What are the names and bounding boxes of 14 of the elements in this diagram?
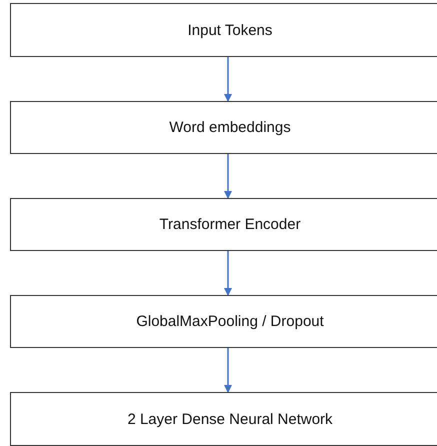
- process-box: [10, 295, 437, 348]
- process-box: [10, 3, 437, 57]
- box-label: Transformer Encoder: [159, 216, 301, 233]
- arrow: [224, 348, 232, 393]
- process-box: [10, 392, 437, 446]
- process-box: [10, 198, 437, 251]
- box-label: Input Tokens: [188, 22, 272, 38]
- arrow: [224, 251, 232, 296]
- process-box: [10, 101, 437, 154]
- box-label: 2 Layer Dense Neural Network: [127, 410, 333, 428]
- box-label: GlobalMaxPooling / Dropout: [136, 313, 324, 330]
- arrow: [224, 57, 232, 102]
- arrow: [224, 154, 232, 199]
- box-label: Word embeddings: [169, 119, 291, 136]
